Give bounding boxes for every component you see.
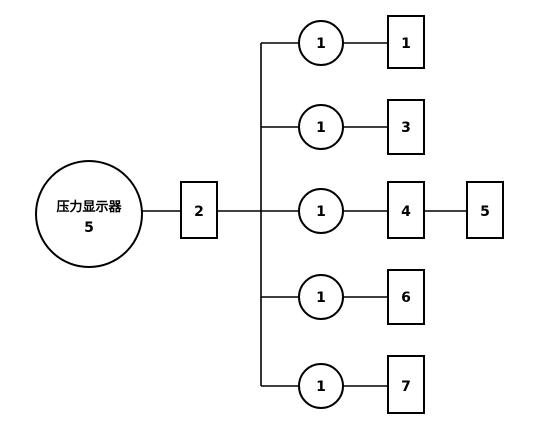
hub-box-rect <box>180 181 218 239</box>
branch-3-extra-box-label: 5 <box>480 204 490 220</box>
branch-4: 1 6 <box>298 269 425 325</box>
branch-1-box <box>387 15 425 69</box>
branch-4-box-label: 6 <box>401 290 411 306</box>
branch-3-box <box>387 181 425 239</box>
branch-2-box <box>387 99 425 155</box>
branch-1-circle-label: 1 <box>316 36 326 52</box>
pressure-display: 压力显示器 5 <box>35 160 143 268</box>
branch-5: 1 7 <box>298 355 425 414</box>
branch-2: 1 3 <box>298 99 425 155</box>
branch-4-circle-label: 1 <box>316 290 326 306</box>
branch-5-circle-label: 1 <box>316 379 326 395</box>
hub-box-label: 2 <box>194 204 204 220</box>
branch-2-circle <box>298 104 344 150</box>
branch-3-circle <box>298 188 344 234</box>
branch-1-circle <box>298 20 344 66</box>
branch-2-box-label: 3 <box>401 120 411 136</box>
branch-3: 1 4 5 <box>298 181 504 239</box>
branch-1: 1 1 <box>298 15 425 69</box>
branch-2-circle-label: 1 <box>316 120 326 136</box>
branch-1-box-label: 1 <box>401 36 411 52</box>
branch-3-box-label: 4 <box>401 204 411 220</box>
pressure-display-title: 压力显示器 <box>56 199 122 215</box>
connection-lines <box>142 42 467 387</box>
branch-3-extra-box <box>466 181 504 239</box>
branch-4-box <box>387 269 425 325</box>
branch-5-circle <box>298 363 344 409</box>
branch-5-box <box>387 355 425 414</box>
pressure-display-circle <box>35 160 143 268</box>
branch-3-circle-label: 1 <box>316 204 326 220</box>
pressure-display-number: 5 <box>84 220 94 236</box>
branch-4-circle <box>298 274 344 320</box>
branch-5-box-label: 7 <box>401 379 411 395</box>
hub-box: 2 <box>180 181 218 239</box>
